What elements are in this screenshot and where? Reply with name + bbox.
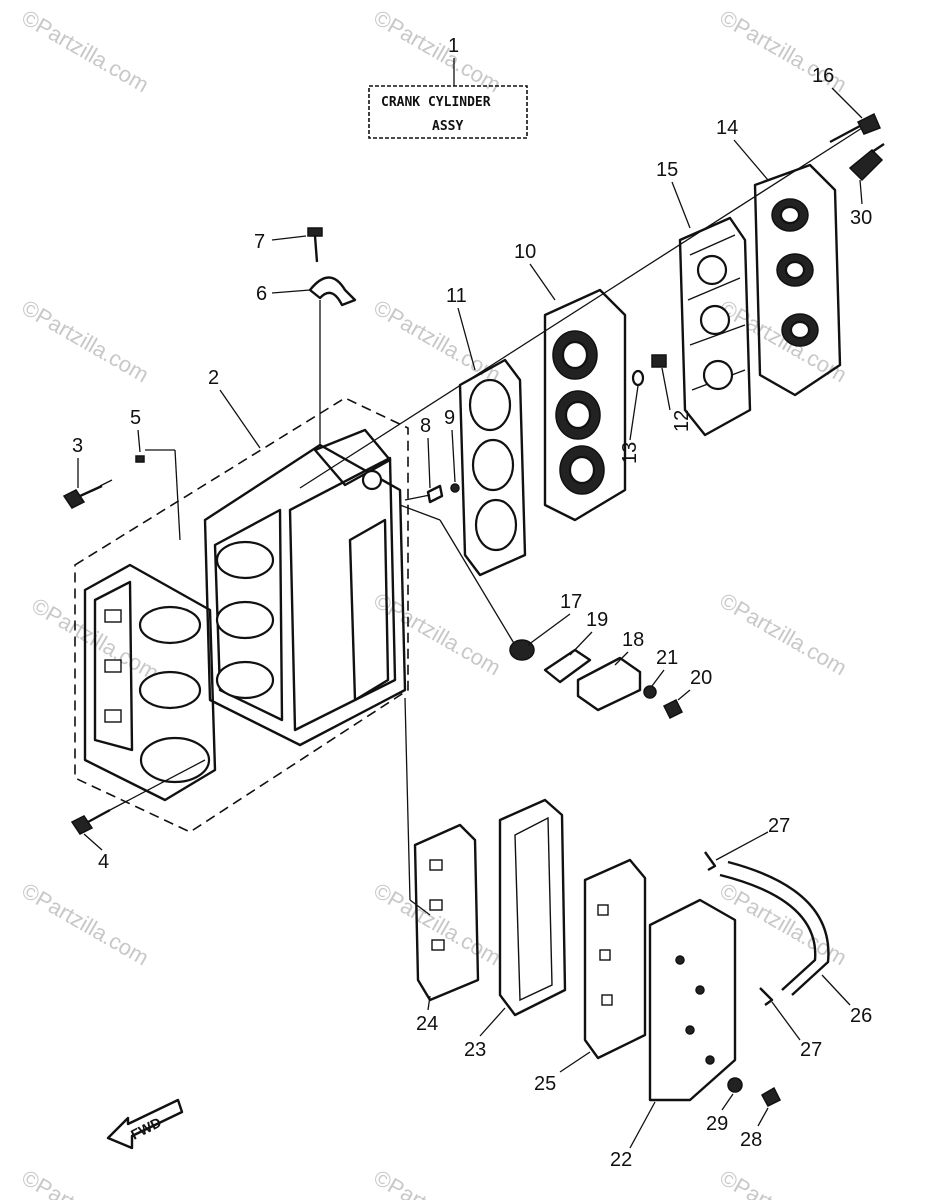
callout-17: 17 [560,591,582,613]
exhaust-gasket-part-24 [413,823,480,1002]
washer-part-21 [643,685,657,699]
plug-part-12 [651,354,667,368]
callout-11: 11 [446,285,467,307]
callout-4: 4 [98,851,109,873]
callout-25: 25 [534,1073,556,1095]
callout-3: 3 [72,435,83,457]
leader-lower-b [409,899,431,916]
watermark: ©Partzilla.com [18,295,154,388]
callout-labels: 2 3 4 5 6 7 8 9 10 11 12 13 14 15 16 30 … [72,65,872,1171]
callout-27a: 27 [768,815,790,837]
callout-13: 13 [619,442,641,464]
watermark: ©Partzilla.com [370,1165,506,1200]
head-gasket-part-11 [458,358,527,577]
leader-17b [439,519,516,646]
callout-2: 2 [208,367,219,389]
clamp-part-6 [308,276,357,307]
callout-26: 26 [850,1005,872,1027]
gasket-part-19 [543,648,592,684]
cylinder-head-part-10 [543,288,627,522]
washer-part-9 [450,483,460,493]
callout-9: 9 [444,407,455,429]
washer-part-13 [631,369,645,387]
thermo-switch-part-30 [848,143,885,182]
callout-19: 19 [586,609,608,631]
washer-part-29 [727,1077,743,1093]
callout-27b: 27 [800,1039,822,1061]
outer-gasket-part-25 [583,858,647,1060]
head-cover-gasket-part-15 [678,216,752,437]
callout-22: 22 [610,1149,632,1171]
callout-10: 10 [514,241,536,263]
callout-12: 12 [671,410,693,432]
callout-16: 16 [812,65,834,87]
head-cover-part-14 [753,163,842,397]
dowel-pin-part-5 [135,449,181,541]
watermark: ©Partzilla.com [716,588,852,681]
inner-exhaust-cover-part-23 [498,798,567,1017]
fwd-label: FWD [128,1114,164,1143]
bolt-part-16 [829,112,881,144]
bolt-part-28 [760,1086,782,1107]
callout-23: 23 [464,1039,486,1061]
crankcase-front-half [83,563,217,802]
watermark: ©Partzilla.com [370,5,506,98]
callout-5: 5 [130,407,141,429]
callout-18: 18 [622,629,644,651]
watermark: ©Partzilla.com [18,878,154,971]
crankcase-part-2 [203,428,407,747]
assembly-axis-line [299,127,863,489]
callout-24: 24 [416,1013,438,1035]
watermark: ©Partzilla.com [716,1165,852,1200]
title-box-border [368,85,528,139]
callout-14: 14 [716,117,738,139]
bolt-part-3 [62,479,113,509]
watermark: ©Partzilla.com [370,295,506,388]
callout-1: 1 [448,35,459,57]
callout-8: 8 [420,415,431,437]
clip-part-27b [759,987,774,1006]
callout-21: 21 [656,647,678,669]
forward-direction-arrow: FWD [106,1098,184,1150]
leader-17 [399,504,441,521]
assembly-title-box: 1 CRANK CYLINDER ASSY [368,35,528,139]
hose-part-26 [719,860,830,996]
bolt-part-20 [662,698,684,720]
clip-part-27a [704,851,717,872]
callout-28: 28 [740,1129,762,1151]
callout-29: 29 [706,1113,728,1135]
screw-part-7 [307,227,323,445]
watermark: ©Partzilla.com [18,1165,154,1200]
watermark: ©Partzilla.com [18,5,154,98]
watermark: ©Partzilla.com [370,878,506,971]
callout-6: 6 [256,283,267,305]
callout-7: 7 [254,231,265,253]
watermark: ©Partzilla.com [370,588,506,681]
bracket-part-8 [404,484,444,504]
title-line-1: CRANK CYLINDER [381,95,491,110]
cover-part-18 [576,656,642,712]
callout-15: 15 [656,159,678,181]
assy-boundary [74,397,409,833]
title-line-2: ASSY [432,119,463,134]
callout-30: 30 [850,207,872,229]
callout-20: 20 [690,667,712,689]
outer-exhaust-cover-part-22 [648,898,737,1102]
bolt-part-4 [70,759,206,835]
leader-lower [404,697,411,901]
